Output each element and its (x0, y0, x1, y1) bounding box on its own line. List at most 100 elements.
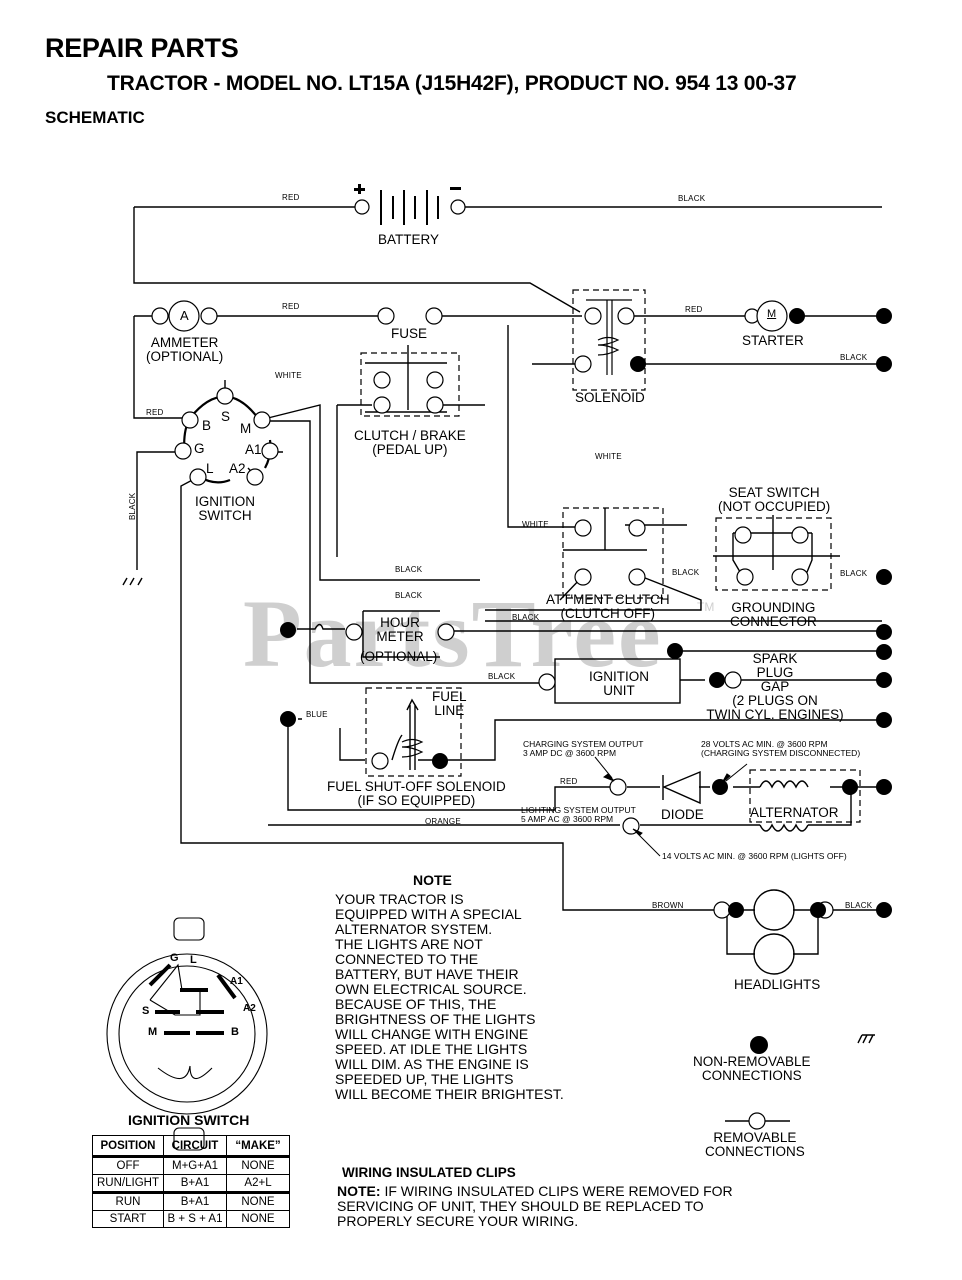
clips-note-prefix: NOTE: (337, 1183, 381, 1199)
table-row: RUN/LIGHT B+A1 A2+L (92, 1174, 290, 1193)
alternator-coil (759, 780, 809, 832)
wire-ign-l (180, 476, 715, 911)
legend-non-removable-line2: CONNECTIONS (701, 1068, 802, 1083)
wire-label-white-3: WHITE (522, 520, 549, 529)
charging-output-note: CHARGING SYSTEM OUTPUT 3 AMP DC @ 3600 R… (523, 740, 643, 758)
wire-label-black-battery: BLACK (678, 194, 706, 203)
table-cell: OFF (92, 1155, 164, 1175)
clutch-brake-line2: (PEDAL UP) (372, 442, 448, 457)
ignition-switch-line1: IGNITION (195, 494, 255, 509)
wire-ign-g-ground (136, 451, 183, 570)
wire-label-blue: BLUE (306, 710, 328, 719)
note-line: WILL BECOME THEIR BRIGHTEST. (335, 1086, 564, 1102)
note-line: BATTERY, BUT HAVE THEIR (335, 966, 519, 982)
terminal-a1: A1 (245, 442, 262, 457)
wire-label-red-battery: RED (282, 193, 300, 202)
table-row: OFF M+G+A1 NONE (92, 1155, 290, 1175)
table-cell: A2+L (226, 1174, 290, 1193)
volts28-line1: 28 VOLTS AC MIN. @ 3600 RPM (701, 739, 828, 749)
wire-solenoid-white (507, 325, 575, 528)
table-cell: START (92, 1210, 164, 1228)
note-line: EQUIPPED WITH A SPECIAL (335, 906, 522, 922)
seat-switch-label: SEAT SWITCH (NOT OCCUPIED) (718, 486, 830, 514)
lighting-line2: 5 AMP AC @ 3600 RPM (521, 814, 614, 824)
terminal-l: L (206, 461, 214, 476)
ignition-switch-detail-title: IGNITION SWITCH (128, 1112, 250, 1128)
attachment-clutch-label: ATT'MENT CLUTCH (CLUTCH OFF) (546, 593, 670, 621)
spark-line4: (2 PLUGS ON (732, 693, 818, 708)
terminal-s: S (221, 409, 231, 424)
note-line: CONNECTED TO THE (335, 951, 479, 967)
spark-line1: SPARK (752, 651, 798, 666)
fuel-solenoid-box (365, 687, 462, 777)
wire-battery-positive (133, 206, 581, 313)
volts14-note: 14 VOLTS AC MIN. @ 3600 RPM (LIGHTS OFF) (662, 851, 847, 861)
terminal-m: M (240, 421, 252, 436)
wire-label-black-4: BLACK (840, 569, 868, 578)
terminal-b: B (202, 418, 212, 433)
wire-label-black-6: BLACK (488, 672, 516, 681)
table-cell: B+A1 (163, 1191, 227, 1211)
ign-detail-m: M (148, 1026, 158, 1038)
fuse-label: FUSE (391, 326, 428, 341)
note-line: YOUR TRACTOR IS (335, 891, 464, 907)
ignition-switch-line2: SWITCH (198, 508, 252, 523)
battery-label: BATTERY (378, 232, 440, 247)
clutch-brake-label: CLUTCH / BRAKE (PEDAL UP) (354, 429, 466, 457)
table-row: RUN B+A1 NONE (92, 1191, 290, 1211)
fuel-solenoid-line1: FUEL SHUT-OFF SOLENOID (327, 779, 506, 794)
note-line: ALTERNATOR SYSTEM. (335, 921, 493, 937)
note-line: SPEED. AT IDLE THE LIGHTS (335, 1041, 528, 1057)
wire-label-white-2: WHITE (595, 452, 622, 461)
ign-detail-a2: A2 (243, 1003, 256, 1014)
ignition-switch-table: POSITION CIRCUIT “MAKE” OFF M+G+A1 NONE … (92, 1135, 290, 1228)
note-line: BRIGHTNESS OF THE LIGHTS (335, 1011, 536, 1027)
fuel-solenoid-label: FUEL SHUT-OFF SOLENOID (IF SO EQUIPPED) (327, 780, 506, 808)
fuel-solenoid-coil (401, 738, 424, 758)
ammeter-label-line2: (OPTIONAL) (146, 349, 224, 364)
wire-ign-m (267, 404, 480, 581)
clips-note-body: NOTE: IF WIRING INSULATED CLIPS WERE REM… (337, 1184, 733, 1229)
ign-detail-g: G (170, 952, 179, 964)
ammeter-label: AMMETER (OPTIONAL) (146, 336, 223, 364)
table-header: POSITION (92, 1135, 164, 1157)
seat-switch-box (715, 517, 832, 591)
ign-detail-a1: A1 (230, 976, 243, 987)
seat-switch-line1: SEAT SWITCH (728, 485, 820, 500)
alternator-box (749, 769, 861, 823)
table-cell: B + S + A1 (163, 1210, 227, 1228)
ign-detail-l: L (190, 954, 197, 966)
charging-line1: CHARGING SYSTEM OUTPUT (523, 739, 644, 749)
spark-line5: TWIN CYL. ENGINES) (706, 707, 844, 722)
note-body: YOUR TRACTOR IS EQUIPPED WITH A SPECIAL … (335, 892, 564, 1102)
solenoid-label: SOLENOID (575, 390, 645, 405)
wire-label-red-ign: RED (146, 408, 164, 417)
wire-ign-m2 (268, 420, 540, 684)
diode-symbol (662, 770, 701, 805)
note-line: WILL CHANGE WITH ENGINE (335, 1026, 529, 1042)
solenoid-box (572, 289, 646, 391)
section-title: SCHEMATIC (45, 108, 145, 127)
starter-label: STARTER (742, 333, 804, 348)
clips-note-title: WIRING INSULATED CLIPS (342, 1165, 516, 1180)
wire-label-red-diode: RED (560, 777, 578, 786)
spark-plug-label: SPARK PLUG GAP (2 PLUGS ON TWIN CYL. ENG… (705, 652, 845, 722)
legend-removable-line2: CONNECTIONS (705, 1144, 805, 1159)
hour-meter-label: HOUR METER (370, 616, 430, 644)
charging-line2: 3 AMP DC @ 3600 RPM (523, 748, 617, 758)
grounding-connector-label: GROUNDING CONNECTOR (730, 601, 817, 629)
wire-label-white: WHITE (275, 371, 302, 380)
clips-note-line3: PROPERLY SECURE YOUR WIRING. (337, 1213, 579, 1229)
table-cell: NONE (226, 1155, 290, 1175)
note-line: BECAUSE OF THIS, THE (335, 996, 497, 1012)
table-cell: NONE (226, 1191, 290, 1211)
wire-ammeter-ign (133, 316, 183, 419)
wire-label-black-headlight: BLACK (845, 901, 873, 910)
wire-label-brown: BROWN (652, 901, 684, 910)
wire-label-black-3: BLACK (672, 568, 700, 577)
att-clutch-line1: ATT'MENT CLUTCH (546, 592, 670, 607)
note-line: SPEEDED UP, THE LIGHTS (335, 1071, 514, 1087)
fuel-solenoid-line2: (IF SO EQUIPPED) (357, 793, 476, 808)
ign-detail-b: B (231, 1026, 239, 1038)
legend-removable-line1: REMOVABLE (713, 1130, 797, 1145)
